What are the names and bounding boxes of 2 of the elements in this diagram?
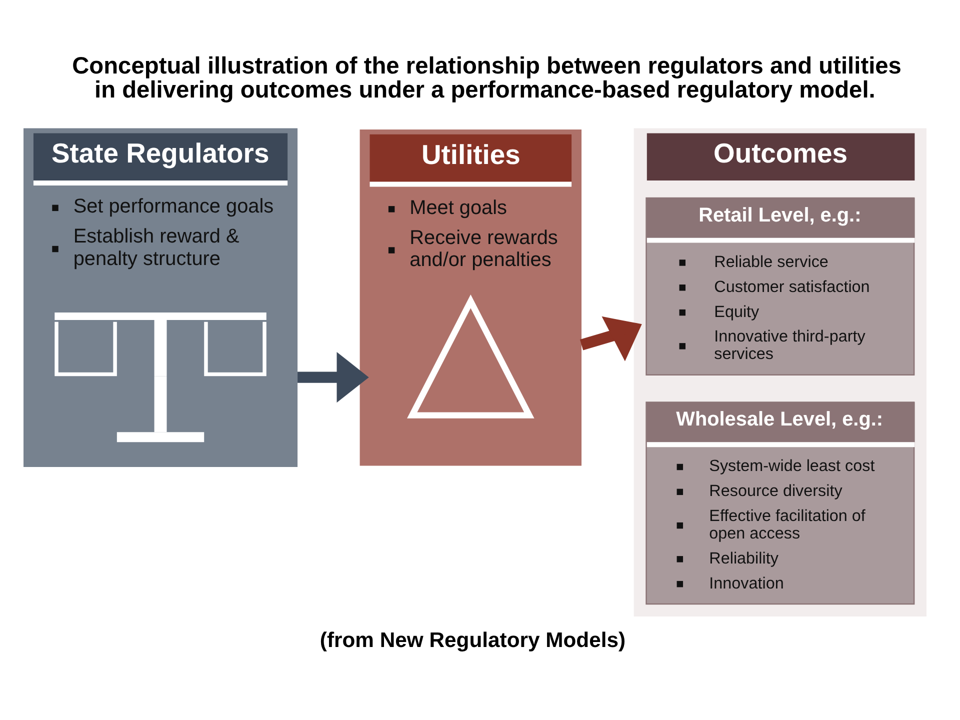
caption: (from New Regulatory Models) xyxy=(320,628,626,652)
diagram-title: Conceptual illustration of the relationship between regulators and utilities in delivering outcomes under a performance-based regulatory model. xyxy=(72,53,902,103)
